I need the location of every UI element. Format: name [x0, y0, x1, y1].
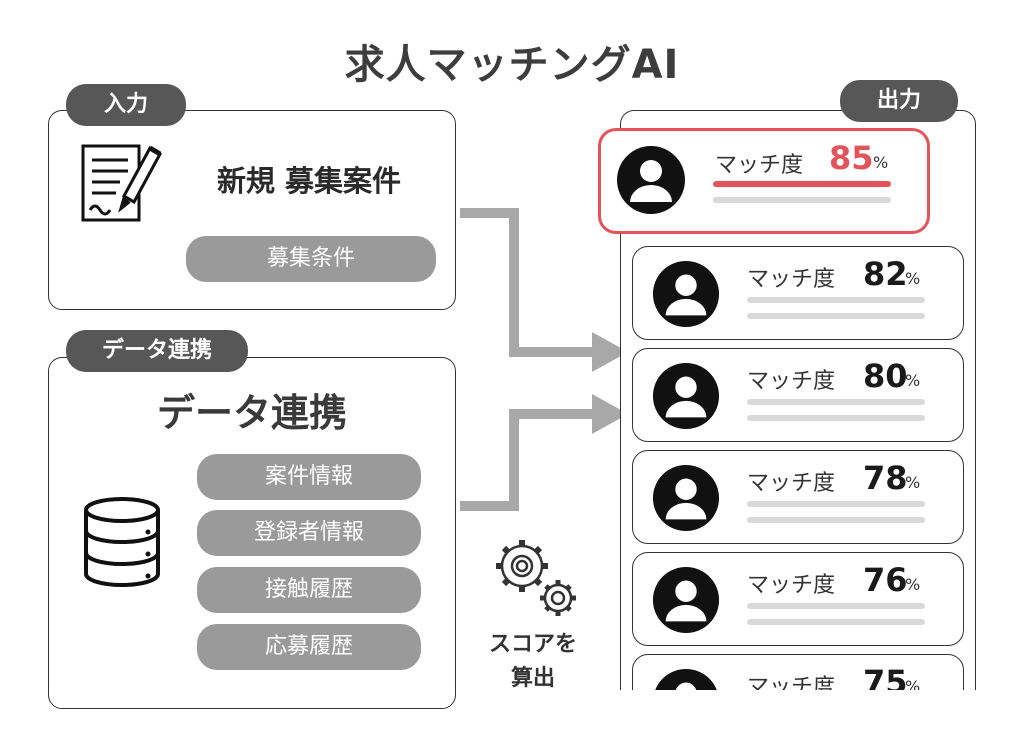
result-card[interactable]: マッチ度 82 % — [632, 246, 964, 340]
user-avatar-icon — [652, 566, 720, 634]
match-bar-accent — [713, 181, 891, 187]
match-label: マッチ度 — [747, 573, 836, 598]
pill-recruit-conditions: 募集条件 — [186, 236, 436, 282]
match-score: 82 — [863, 255, 908, 293]
match-bar — [747, 619, 925, 625]
pill-job-info: 案件情報 — [197, 454, 421, 500]
match-bar — [747, 415, 925, 421]
match-bar — [713, 197, 891, 203]
match-bar — [747, 517, 925, 523]
percent-sign: % — [905, 371, 921, 390]
calc-label-line1: スコアを — [488, 632, 577, 657]
output-tab: 出力 — [840, 80, 958, 122]
input-heading: 新規 募集案件 — [216, 164, 402, 198]
pill-application-history: 応募履歴 — [197, 624, 421, 670]
document-pen-icon — [81, 144, 163, 222]
data-tab: データ連携 — [66, 330, 248, 372]
arrow-right-icon — [460, 394, 628, 511]
percent-sign: % — [905, 677, 921, 690]
match-score: 80 — [863, 357, 908, 395]
gears-icon — [496, 540, 576, 616]
pill-registrant-info: 登録者情報 — [197, 510, 421, 556]
match-score: 78 — [863, 459, 908, 497]
user-avatar-icon — [655, 668, 717, 690]
match-bar — [747, 313, 925, 319]
result-card[interactable]: マッチ度 76 % — [632, 552, 964, 646]
match-label: マッチ度 — [715, 153, 804, 178]
percent-sign: % — [873, 153, 889, 172]
result-card[interactable]: マッチ度 78 % — [632, 450, 964, 544]
match-label: マッチ度 — [747, 267, 836, 292]
user-avatar-icon — [652, 260, 720, 328]
user-avatar-icon — [652, 464, 720, 532]
percent-sign: % — [905, 575, 921, 594]
percent-sign: % — [905, 269, 921, 288]
arrow-right-icon — [460, 208, 628, 372]
match-score: 85 — [829, 139, 874, 177]
data-heading: データ連携 — [156, 391, 347, 435]
calc-label: スコアを 算出 — [470, 628, 596, 696]
match-score: 76 — [863, 561, 908, 599]
match-bar — [747, 297, 925, 303]
match-score: 75 — [863, 663, 908, 690]
match-label: マッチ度 — [747, 471, 836, 496]
page-title: 求人マッチングAI — [344, 42, 680, 88]
input-tab: 入力 — [66, 84, 186, 126]
result-card-top[interactable]: マッチ度 85 % — [598, 128, 930, 234]
match-label: マッチ度 — [747, 369, 836, 394]
match-bar — [747, 501, 925, 507]
percent-sign: % — [905, 473, 921, 492]
pill-contact-history: 接触履歴 — [197, 567, 421, 613]
user-avatar-icon — [617, 146, 685, 214]
match-bar — [747, 603, 925, 609]
match-bar — [747, 399, 925, 405]
calc-label-line2: 算出 — [510, 666, 555, 691]
user-avatar-icon — [652, 362, 720, 430]
match-label: マッチ度 — [747, 675, 836, 690]
result-list: マッチ度 85 % マッチ度 82 % マッチ度 80 % マッチ度 78 % — [598, 128, 964, 690]
database-icon — [84, 497, 160, 587]
result-card[interactable]: マッチ度 75 % — [632, 654, 964, 690]
result-card[interactable]: マッチ度 80 % — [632, 348, 964, 442]
